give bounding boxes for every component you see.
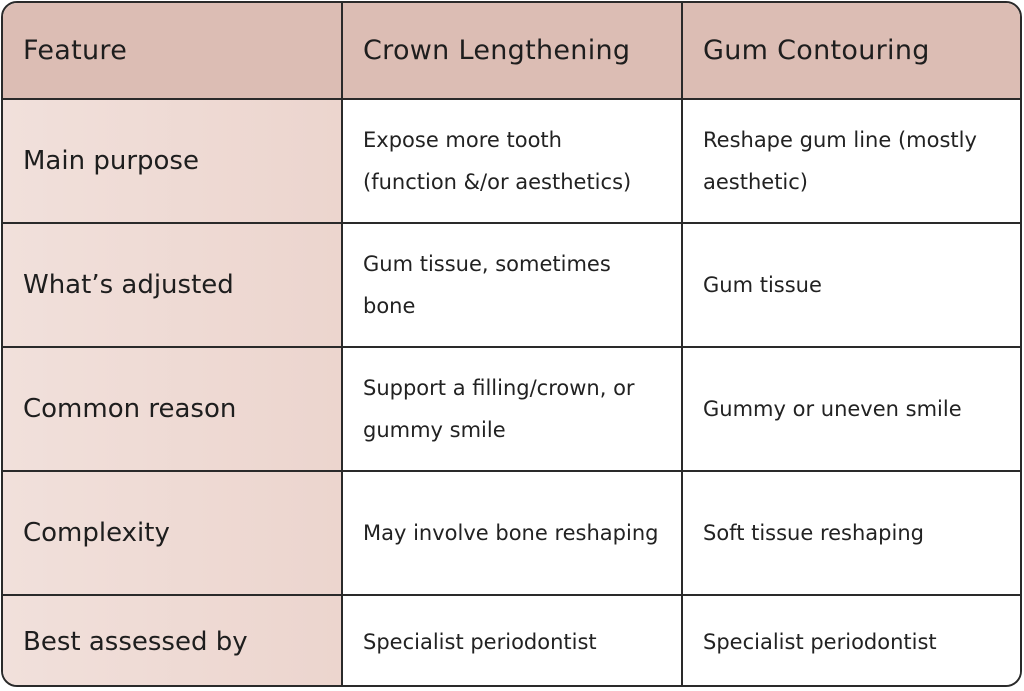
cell-crown-lengthening: May involve bone reshaping [341, 470, 683, 596]
header-feature: Feature [3, 3, 343, 100]
table-row: Best assessed by Specialist periodontist… [3, 594, 1020, 685]
cell-crown-lengthening: Support a filling/crown, or gummy smile [341, 346, 683, 472]
table-row: Main purpose Expose more tooth (function… [3, 98, 1020, 224]
cell-crown-lengthening: Gum tissue, sometimes bone [341, 222, 683, 348]
cell-gum-contouring: Specialist periodontist [681, 594, 1020, 685]
row-label-complexity: Complexity [3, 470, 343, 596]
table-row: What’s adjusted Gum tissue, sometimes bo… [3, 222, 1020, 348]
row-label-common-reason: Common reason [3, 346, 343, 472]
row-label-main-purpose: Main purpose [3, 98, 343, 224]
cell-crown-lengthening: Expose more tooth (function &/or aesthet… [341, 98, 683, 224]
cell-gum-contouring: Gummy or uneven smile [681, 346, 1020, 472]
table-row: Complexity May involve bone reshaping So… [3, 470, 1020, 596]
cell-crown-lengthening: Specialist periodontist [341, 594, 683, 685]
comparison-table-grid: Feature Crown Lengthening Gum Contouring… [3, 3, 1020, 685]
cell-gum-contouring: Soft tissue reshaping [681, 470, 1020, 596]
row-label-whats-adjusted: What’s adjusted [3, 222, 343, 348]
table-row: Common reason Support a filling/crown, o… [3, 346, 1020, 472]
row-label-best-assessed-by: Best assessed by [3, 594, 343, 685]
header-row: Feature Crown Lengthening Gum Contouring [3, 3, 1020, 100]
cell-gum-contouring: Gum tissue [681, 222, 1020, 348]
cell-gum-contouring: Reshape gum line (mostly aesthetic) [681, 98, 1020, 224]
header-crown-lengthening: Crown Lengthening [341, 3, 683, 100]
header-gum-contouring: Gum Contouring [681, 3, 1020, 100]
